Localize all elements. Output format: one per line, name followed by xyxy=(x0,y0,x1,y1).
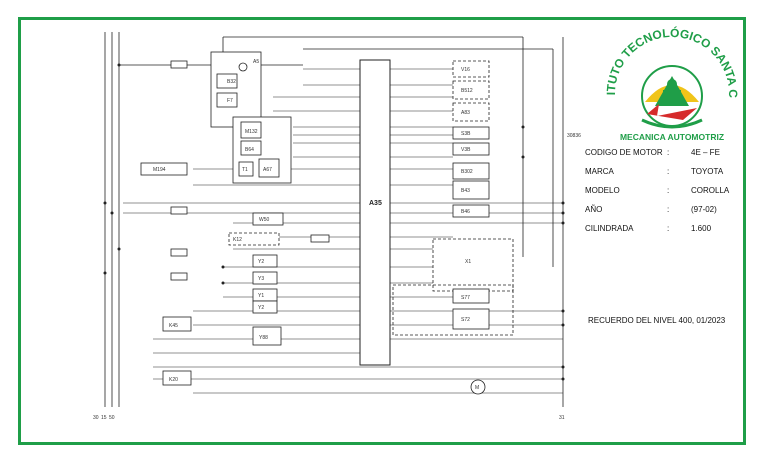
svg-text:K20: K20 xyxy=(169,377,178,383)
recall-note: RECUERDO DEL NIVEL 400, 01/2023 xyxy=(588,316,726,325)
info-value: (97-02) xyxy=(691,205,717,214)
svg-text:F7: F7 xyxy=(227,98,233,104)
svg-text:A5: A5 xyxy=(253,59,259,65)
info-key: MODELO xyxy=(585,186,620,195)
svg-text:50: 50 xyxy=(109,415,115,421)
svg-text:M: M xyxy=(475,385,479,391)
svg-text:Y2: Y2 xyxy=(258,305,264,311)
svg-text:V16: V16 xyxy=(461,67,470,73)
svg-text:B302: B302 xyxy=(461,169,473,175)
svg-text:K45: K45 xyxy=(169,323,178,329)
svg-text:B32: B32 xyxy=(227,79,236,85)
info-sep: : xyxy=(667,148,670,157)
svg-text:K12: K12 xyxy=(233,237,242,243)
diagram-frame xyxy=(18,17,746,445)
info-key: CILINDRADA xyxy=(585,224,634,233)
svg-text:S3B: S3B xyxy=(461,131,471,137)
info-value: COROLLA xyxy=(691,186,730,195)
svg-text:M132: M132 xyxy=(245,129,258,135)
svg-text:S77: S77 xyxy=(461,295,470,301)
svg-text:31: 31 xyxy=(559,415,565,421)
svg-text:A83: A83 xyxy=(461,110,470,116)
svg-text:15: 15 xyxy=(101,415,107,421)
svg-text:M194: M194 xyxy=(153,167,166,173)
svg-text:Y1: Y1 xyxy=(258,293,264,299)
svg-text:30: 30 xyxy=(93,415,99,421)
svg-text:W50: W50 xyxy=(259,217,270,223)
svg-text:B46: B46 xyxy=(461,209,470,215)
svg-text:B64: B64 xyxy=(245,147,254,153)
info-value: TOYOTA xyxy=(691,167,724,176)
svg-text:S72: S72 xyxy=(461,317,470,323)
info-value: 1.600 xyxy=(691,224,712,233)
info-key: AÑO xyxy=(585,205,603,214)
ecu-label: A35 xyxy=(369,200,382,207)
info-sep: : xyxy=(667,205,670,214)
svg-text:Y3: Y3 xyxy=(258,276,264,282)
info-key: CODIGO DE MOTOR xyxy=(585,148,663,157)
svg-text:Y2: Y2 xyxy=(258,259,264,265)
info-sep: : xyxy=(667,186,670,195)
institute-logo: INSTITUTO TECNOLÓGICO SANTA CRUZ MECANIC… xyxy=(597,24,740,142)
info-sep: : xyxy=(667,224,670,233)
logo-caption: MECANICA AUTOMOTRIZ xyxy=(620,132,724,142)
svg-text:30836: 30836 xyxy=(567,133,581,139)
svg-text:X1: X1 xyxy=(465,259,471,265)
svg-text:A67: A67 xyxy=(263,167,272,173)
info-key: MARCA xyxy=(585,167,614,176)
info-sep: : xyxy=(667,167,670,176)
svg-text:V3B: V3B xyxy=(461,147,471,153)
info-value: 4E – FE xyxy=(691,148,720,157)
svg-text:B43: B43 xyxy=(461,188,470,194)
svg-text:Y88: Y88 xyxy=(259,335,268,341)
svg-text:T1: T1 xyxy=(242,167,248,173)
svg-text:B512: B512 xyxy=(461,88,473,94)
